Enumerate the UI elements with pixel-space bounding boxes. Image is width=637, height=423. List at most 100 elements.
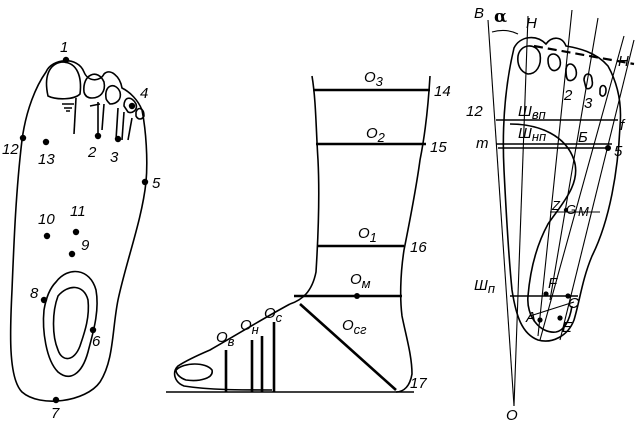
- right-toe-2: [547, 53, 562, 72]
- on-label: Oн: [240, 317, 259, 337]
- point-10-dot: [43, 232, 51, 240]
- ac-line: [529, 301, 575, 317]
- right-foot-figure: B α H H 12 2 3 5 m f Швп Шнп Б Z G M Шп …: [466, 5, 635, 423]
- toe-line-e: [121, 111, 125, 141]
- left-foot-big-toe: [45, 61, 82, 100]
- point-6-label: 6: [92, 333, 101, 350]
- o3-label: O3: [364, 69, 384, 89]
- label-3r: 3: [584, 95, 593, 112]
- osg-line: [299, 303, 397, 391]
- point-11-label: 11: [70, 203, 86, 220]
- label-f: f: [620, 117, 626, 134]
- point-16-label: 16: [410, 239, 427, 256]
- point-F-dot: [543, 291, 549, 297]
- big-toe-contour: [175, 363, 213, 382]
- h-dashed-line: [533, 44, 635, 66]
- label-Б: Б: [578, 129, 588, 146]
- label-O: O: [506, 407, 518, 423]
- point-9-dot: [68, 250, 76, 258]
- foot-top-contour: [173, 303, 291, 391]
- axis-line-6: [539, 35, 625, 341]
- label-12r: 12: [466, 103, 483, 120]
- label-M: M: [578, 204, 589, 219]
- label-F: F: [548, 275, 558, 292]
- axis-line-5: [559, 39, 635, 341]
- point-G-dot: [563, 207, 569, 213]
- left-foot-figure: 1 2 3 4 5 6 7 8 9 10 11 12 13: [2, 39, 161, 422]
- label-alpha: α: [494, 7, 507, 27]
- o1-label: O1: [358, 225, 377, 245]
- left-foot-toe-5: [135, 107, 145, 120]
- leg-front-contour: [395, 75, 431, 393]
- left-heel-inner: [52, 286, 90, 360]
- point-2-label: 2: [87, 144, 97, 161]
- toe-mark-2: [89, 103, 101, 107]
- point-7-label: 7: [51, 405, 60, 422]
- label-A: A: [525, 309, 536, 326]
- right-foot-outline: [502, 36, 622, 342]
- point-12-dot: [19, 134, 27, 142]
- point-1-dot: [62, 56, 70, 64]
- label-C: C: [568, 295, 579, 312]
- alpha-arc: [491, 29, 519, 35]
- toe-mark-1: [62, 103, 74, 112]
- point-5-dot: [141, 178, 149, 186]
- right-toe-3: [565, 63, 578, 82]
- right-toe-5: [599, 84, 607, 97]
- label-E: E: [562, 319, 573, 336]
- label-m: m: [476, 135, 489, 152]
- om-dot: [354, 293, 360, 299]
- ob-label: Oв: [216, 329, 235, 349]
- point-8-dot: [40, 296, 48, 304]
- point-A-dot: [537, 317, 543, 323]
- point-4-dot: [128, 102, 136, 110]
- toe-line-a: [73, 97, 77, 135]
- point-15-label: 15: [430, 139, 447, 156]
- right-big-toe: [517, 45, 542, 75]
- point-8-label: 8: [30, 285, 39, 302]
- point-1-label: 1: [60, 39, 68, 56]
- label-B: B: [474, 5, 484, 22]
- point-14-label: 14: [434, 83, 451, 100]
- point-2-dot: [94, 132, 102, 140]
- toe-line-c: [101, 103, 105, 131]
- leg-side-figure: O3 O2 O1 Oм Oсг Oв Oн Oс 14 15 16 17: [166, 69, 451, 393]
- point-13-dot: [42, 138, 50, 146]
- point-6-dot: [89, 326, 97, 334]
- label-H: H: [526, 15, 537, 32]
- label-shnp: Шнп: [518, 125, 546, 144]
- point-9-label: 9: [81, 237, 90, 254]
- point-7-dot: [52, 396, 60, 404]
- point-4-label: 4: [140, 85, 148, 102]
- label-shp: Шп: [474, 277, 495, 296]
- right-toe-4: [583, 73, 594, 90]
- point-10-label: 10: [38, 211, 55, 228]
- label-5r: 5: [614, 143, 623, 160]
- label-G: G: [566, 202, 576, 217]
- axis-line-b: [487, 19, 515, 407]
- om-label: Oм: [350, 271, 371, 291]
- left-foot-toe-4: [123, 97, 138, 114]
- point-E-dot: [557, 315, 563, 321]
- left-foot-toe-2: [83, 73, 106, 99]
- leg-back-contour: [289, 75, 320, 305]
- sole-inner-contour: [509, 123, 577, 333]
- left-foot-outline: [9, 59, 148, 402]
- point-C-dot: [565, 293, 571, 299]
- point-17-label: 17: [410, 375, 427, 392]
- point-13-label: 13: [38, 151, 55, 168]
- point-5-label: 5: [152, 175, 161, 192]
- label-2r: 2: [563, 87, 573, 104]
- left-foot-toe-3: [105, 85, 122, 105]
- os-label: Oс: [264, 305, 283, 325]
- point-12-label: 12: [2, 141, 19, 158]
- point-3-label: 3: [110, 149, 119, 166]
- osg-label: Oсг: [342, 317, 367, 337]
- toe-line-f: [127, 117, 133, 141]
- axis-line-2: [513, 15, 529, 407]
- left-heel-contour: [42, 270, 98, 377]
- label-Z: Z: [551, 198, 561, 213]
- point-11-dot: [72, 228, 80, 236]
- point-5r-dot: [605, 145, 611, 151]
